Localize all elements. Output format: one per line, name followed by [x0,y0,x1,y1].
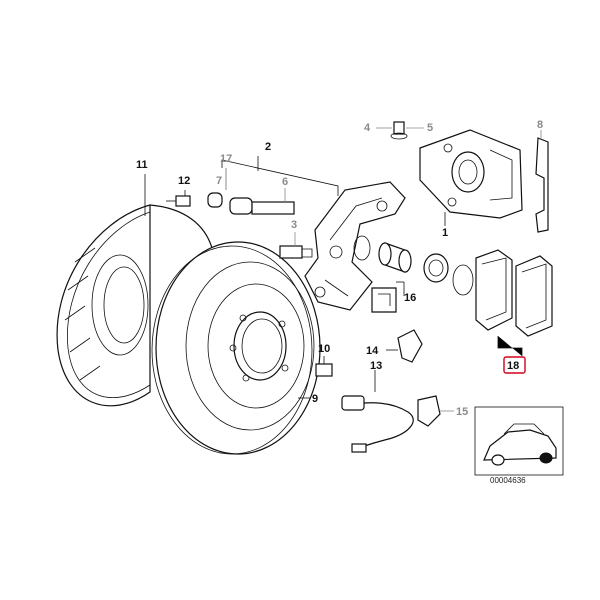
label-part-2: 2 [265,141,271,153]
car-inset [474,406,564,476]
label-part-17: 17 [220,153,232,165]
image-code: 00004636 [490,476,526,485]
sensor-clip-14 [386,329,423,363]
bolt-10 [315,356,333,377]
wear-sensor [341,370,414,453]
brake-disc [151,241,321,455]
sensor-clip-15 [417,395,454,427]
spring-clip [535,130,549,233]
caliper-housing [419,129,523,226]
label-part-1: 1 [442,227,448,239]
label-part-3: 3 [291,219,297,231]
brake-pads [475,249,553,356]
dust-shield [56,204,213,407]
bleeder-valve [376,121,424,140]
label-part-18: 18 [507,360,519,372]
label-part-10: 10 [318,343,330,355]
label-part-16: 16 [404,292,416,304]
label-part-8: 8 [537,119,543,131]
caliper-carrier [304,181,406,313]
label-part-7: 7 [216,175,222,187]
label-part-9: 9 [312,393,318,405]
bolt-12 [166,190,191,207]
label-part-15: 15 [456,406,468,418]
label-part-5: 5 [427,122,433,134]
label-part-14: 14 [366,345,379,357]
label-part-12: 12 [178,175,190,187]
label-part-6: 6 [282,176,288,188]
label-part-13: 13 [370,360,382,372]
guide-pins [207,156,339,259]
highlight-box-18 [503,356,526,374]
label-part-4: 4 [364,122,371,134]
piston-parts [353,235,474,296]
label-part-11: 11 [136,159,148,171]
